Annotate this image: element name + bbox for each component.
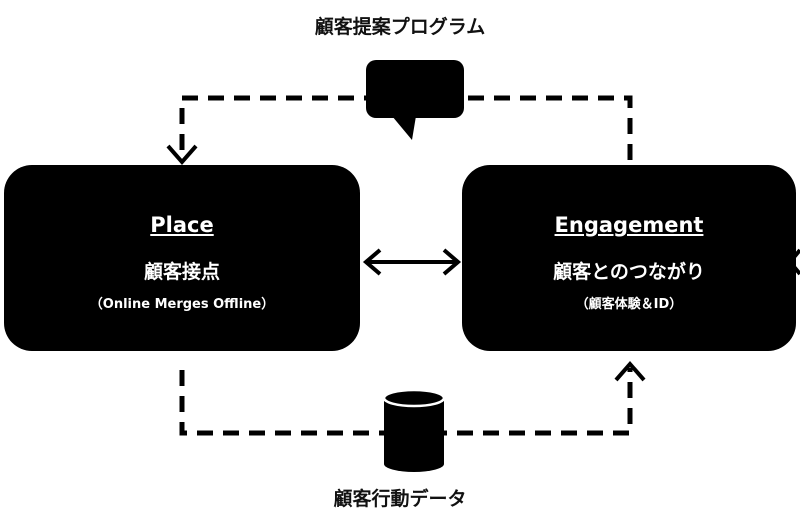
engagement-note: （顧客体験＆ID） bbox=[575, 297, 683, 312]
place-node: Place 顧客接点 （Online Merges Offline） bbox=[4, 165, 360, 351]
place-note: （Online Merges Offline） bbox=[89, 297, 275, 312]
place-title: Place bbox=[150, 213, 214, 237]
arrowhead-bottom bbox=[614, 360, 646, 382]
engagement-subtitle: 顧客とのつながり bbox=[553, 261, 705, 283]
engagement-title: Engagement bbox=[554, 213, 704, 237]
bottom-label: 顧客行動データ bbox=[333, 488, 467, 510]
arrowhead-top bbox=[166, 144, 198, 166]
arrowhead-left bbox=[362, 248, 382, 276]
database-cylinder-icon bbox=[382, 388, 446, 472]
engagement-node: Engagement 顧客とのつながり （顧客体験＆ID） bbox=[462, 165, 796, 351]
speech-bubble-icon bbox=[366, 60, 464, 140]
arrowhead-right bbox=[442, 248, 462, 276]
top-label: 顧客提案プログラム bbox=[314, 16, 486, 38]
place-subtitle: 顧客接点 bbox=[143, 261, 220, 283]
